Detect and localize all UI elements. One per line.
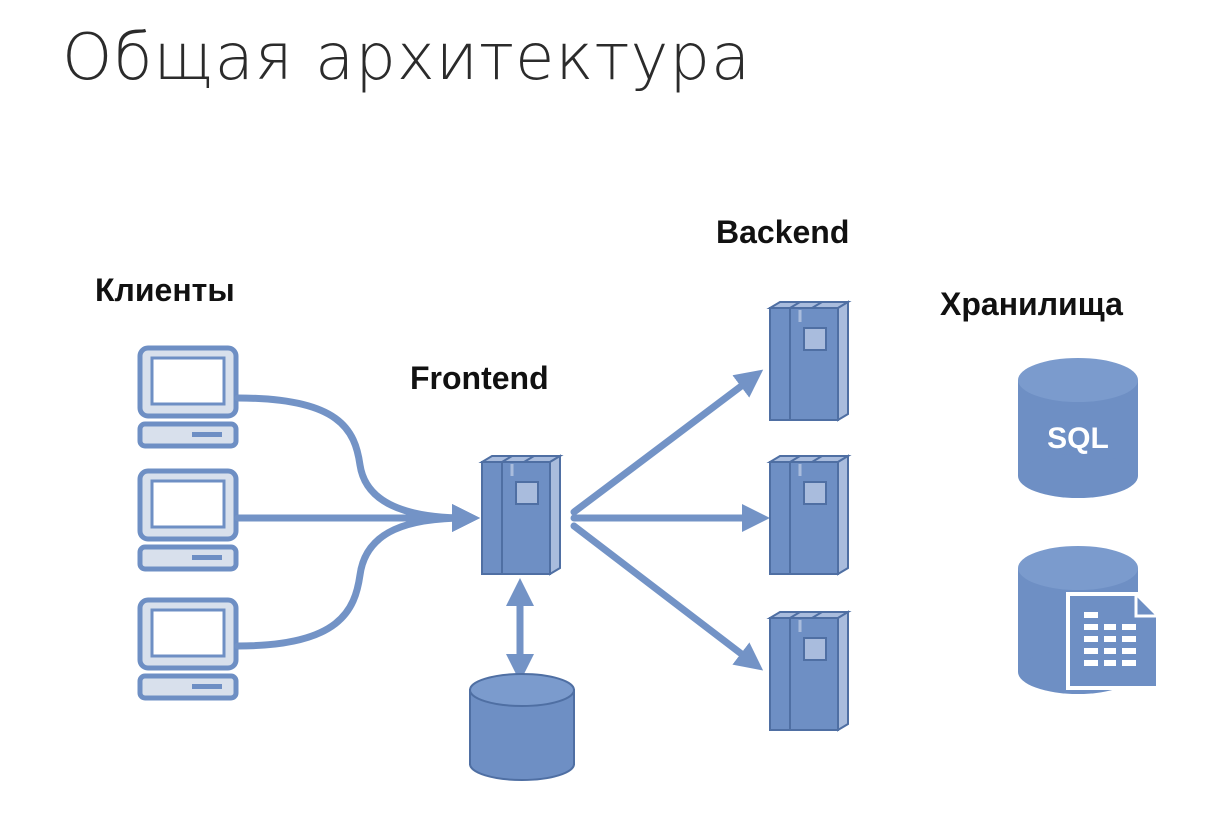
database-cylinder-icon	[1018, 358, 1138, 498]
clients-label: Клиенты	[95, 272, 235, 308]
database-document-icon	[1018, 546, 1160, 694]
arrow-client-3	[234, 504, 480, 650]
frontend-label: Frontend	[410, 360, 549, 396]
backend-label: Backend	[716, 214, 850, 250]
storage-label: Хранилища	[940, 286, 1123, 322]
desktop-computer-icon	[140, 348, 236, 446]
desktop-computer-icon	[140, 600, 236, 698]
frontend-server	[480, 454, 562, 576]
arrow-client-1	[234, 394, 480, 532]
backend-server-1	[768, 300, 850, 422]
client-computer-2	[140, 471, 236, 569]
client-to-frontend-arrows	[234, 394, 480, 650]
slide-title: Общая архитектура	[62, 21, 752, 95]
backend-server-3	[768, 610, 850, 732]
document-database	[1018, 546, 1160, 694]
backend-server-2	[768, 454, 850, 576]
sql-label: SQL	[1047, 422, 1109, 455]
desktop-computer-icon	[140, 471, 236, 569]
client-computer-1	[140, 348, 236, 446]
arrow-backend-3	[570, 522, 764, 671]
server-tower-icon	[768, 610, 850, 732]
database-cylinder-icon	[469, 673, 575, 781]
server-tower-icon	[768, 454, 850, 576]
sql-database: SQL	[1018, 358, 1138, 498]
client-computer-3	[140, 600, 236, 698]
server-tower-icon	[768, 300, 850, 422]
frontend-to-backend-arrows	[570, 369, 770, 671]
frontend-database	[469, 673, 575, 781]
arrow-backend-1	[570, 369, 764, 516]
document-icon	[1066, 592, 1160, 690]
server-tower-icon	[480, 454, 562, 576]
